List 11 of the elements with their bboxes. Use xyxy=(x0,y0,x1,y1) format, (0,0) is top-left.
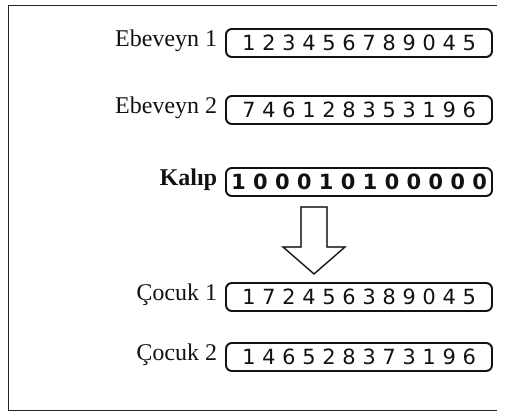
row-label: Ebeveyn 2 xyxy=(115,93,217,120)
row-label: Kalıp xyxy=(160,165,217,192)
row-label: Çocuk 2 xyxy=(136,340,217,367)
sequence-box: 1 0 0 0 1 0 1 0 0 0 0 0 xyxy=(225,167,493,197)
block-arrow xyxy=(281,206,347,275)
row-label: Çocuk 1 xyxy=(136,280,217,307)
sequence-box: 1 2 3 4 5 6 7 8 9 0 4 5 xyxy=(225,28,493,58)
sequence-box: 1 7 2 4 5 6 3 8 9 0 4 5 xyxy=(225,282,493,312)
sequence-box: 1 4 6 5 2 8 3 7 3 1 9 6 xyxy=(225,342,493,372)
row-label: Ebeveyn 1 xyxy=(115,26,217,53)
sequence-box: 7 4 6 1 2 8 3 5 3 1 9 6 xyxy=(225,95,493,125)
